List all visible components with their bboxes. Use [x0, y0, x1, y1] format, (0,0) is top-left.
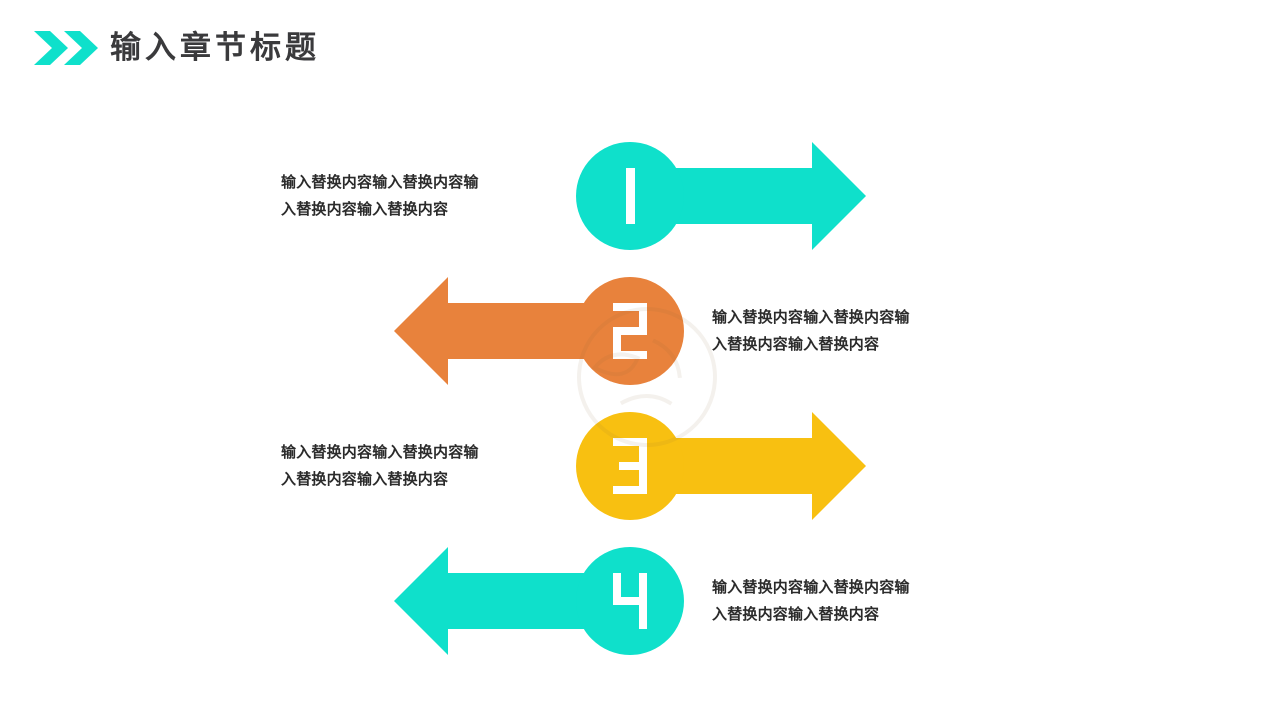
arrow-right-shape-3 — [576, 412, 866, 520]
arrow-right-shape-1 — [576, 142, 866, 250]
process-row-2-description: 输入替换内容输入替换内容输 入替换内容输入替换内容 — [712, 263, 958, 399]
double-chevron-right-icon — [34, 31, 100, 65]
description-line-1: 输入替换内容输入替换内容输 — [281, 443, 479, 461]
process-row-4-description: 输入替换内容输入替换内容输 入替换内容输入替换内容 — [712, 533, 958, 669]
page-title: 输入章节标题 — [110, 30, 320, 66]
description-line-1: 输入替换内容输入替换内容输 — [712, 578, 910, 596]
description-line-2: 入替换内容输入替换内容 — [281, 470, 449, 488]
process-row-2[interactable]: 输入替换内容输入替换内容输 入替换内容输入替换内容 — [0, 263, 1280, 399]
description-line-2: 入替换内容输入替换内容 — [712, 335, 880, 353]
arrow-left-shape-2 — [394, 277, 684, 385]
process-row-4[interactable]: 输入替换内容输入替换内容输 入替换内容输入替换内容 — [0, 533, 1280, 669]
description-line-1: 输入替换内容输入替换内容输 — [281, 173, 479, 191]
process-row-1[interactable]: 输入替换内容输入替换内容输 入替换内容输入替换内容 — [0, 128, 1280, 264]
description-line-2: 入替换内容输入替换内容 — [712, 605, 880, 623]
process-row-3[interactable]: 输入替换内容输入替换内容输 入替换内容输入替换内容 — [0, 398, 1280, 534]
description-line-1: 输入替换内容输入替换内容输 — [712, 308, 910, 326]
process-row-1-description: 输入替换内容输入替换内容输 入替换内容输入替换内容 — [281, 128, 507, 264]
process-row-3-description: 输入替换内容输入替换内容输 入替换内容输入替换内容 — [281, 398, 507, 534]
description-line-2: 入替换内容输入替换内容 — [281, 200, 449, 218]
arrow-left-shape-4 — [394, 547, 684, 655]
slide-header: 输入章节标题 — [0, 0, 1280, 96]
